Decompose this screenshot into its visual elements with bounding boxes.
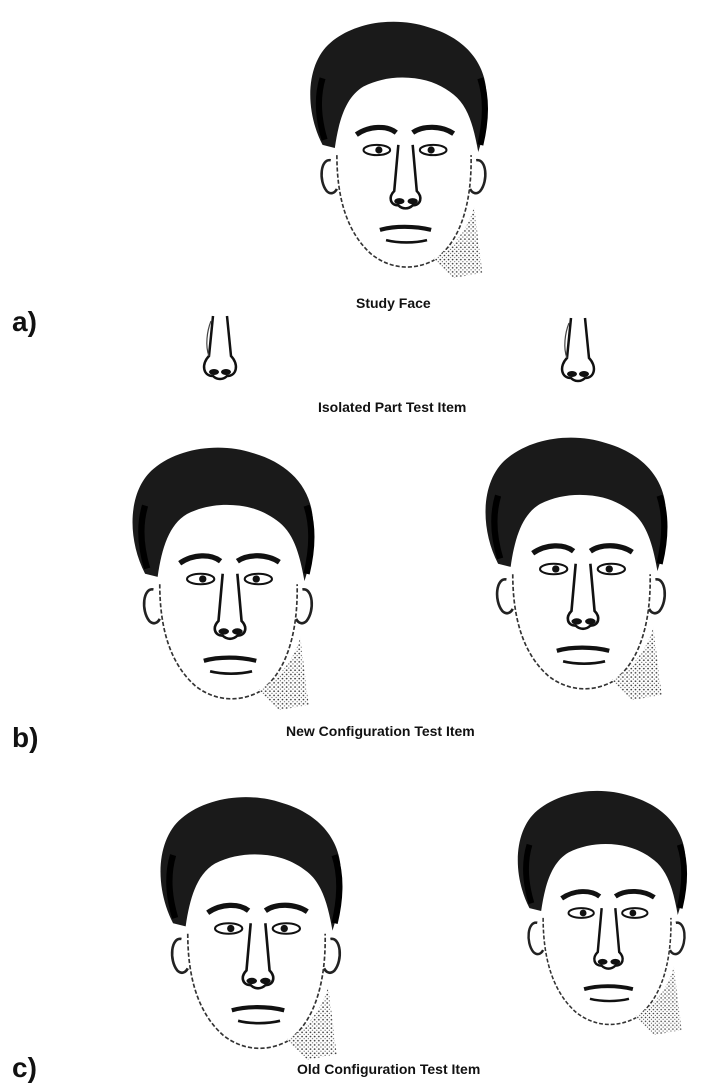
isolated-nose-right — [558, 318, 598, 382]
panel-label-c: c) — [12, 1052, 37, 1084]
isolated-part-caption: Isolated Part Test Item — [318, 399, 466, 415]
new-config-face-left — [122, 434, 337, 724]
study-face-caption: Study Face — [356, 295, 431, 311]
old-config-caption: Old Configuration Test Item — [297, 1061, 480, 1077]
old-config-face-right — [508, 768, 708, 1058]
panel-label-b: b) — [12, 722, 38, 754]
isolated-nose-left — [200, 316, 240, 380]
old-config-face-left — [150, 786, 365, 1071]
new-config-face-right — [475, 424, 690, 714]
panel-label-a: a) — [12, 306, 37, 338]
new-config-caption: New Configuration Test Item — [286, 723, 475, 739]
study-face-drawing — [300, 15, 510, 285]
